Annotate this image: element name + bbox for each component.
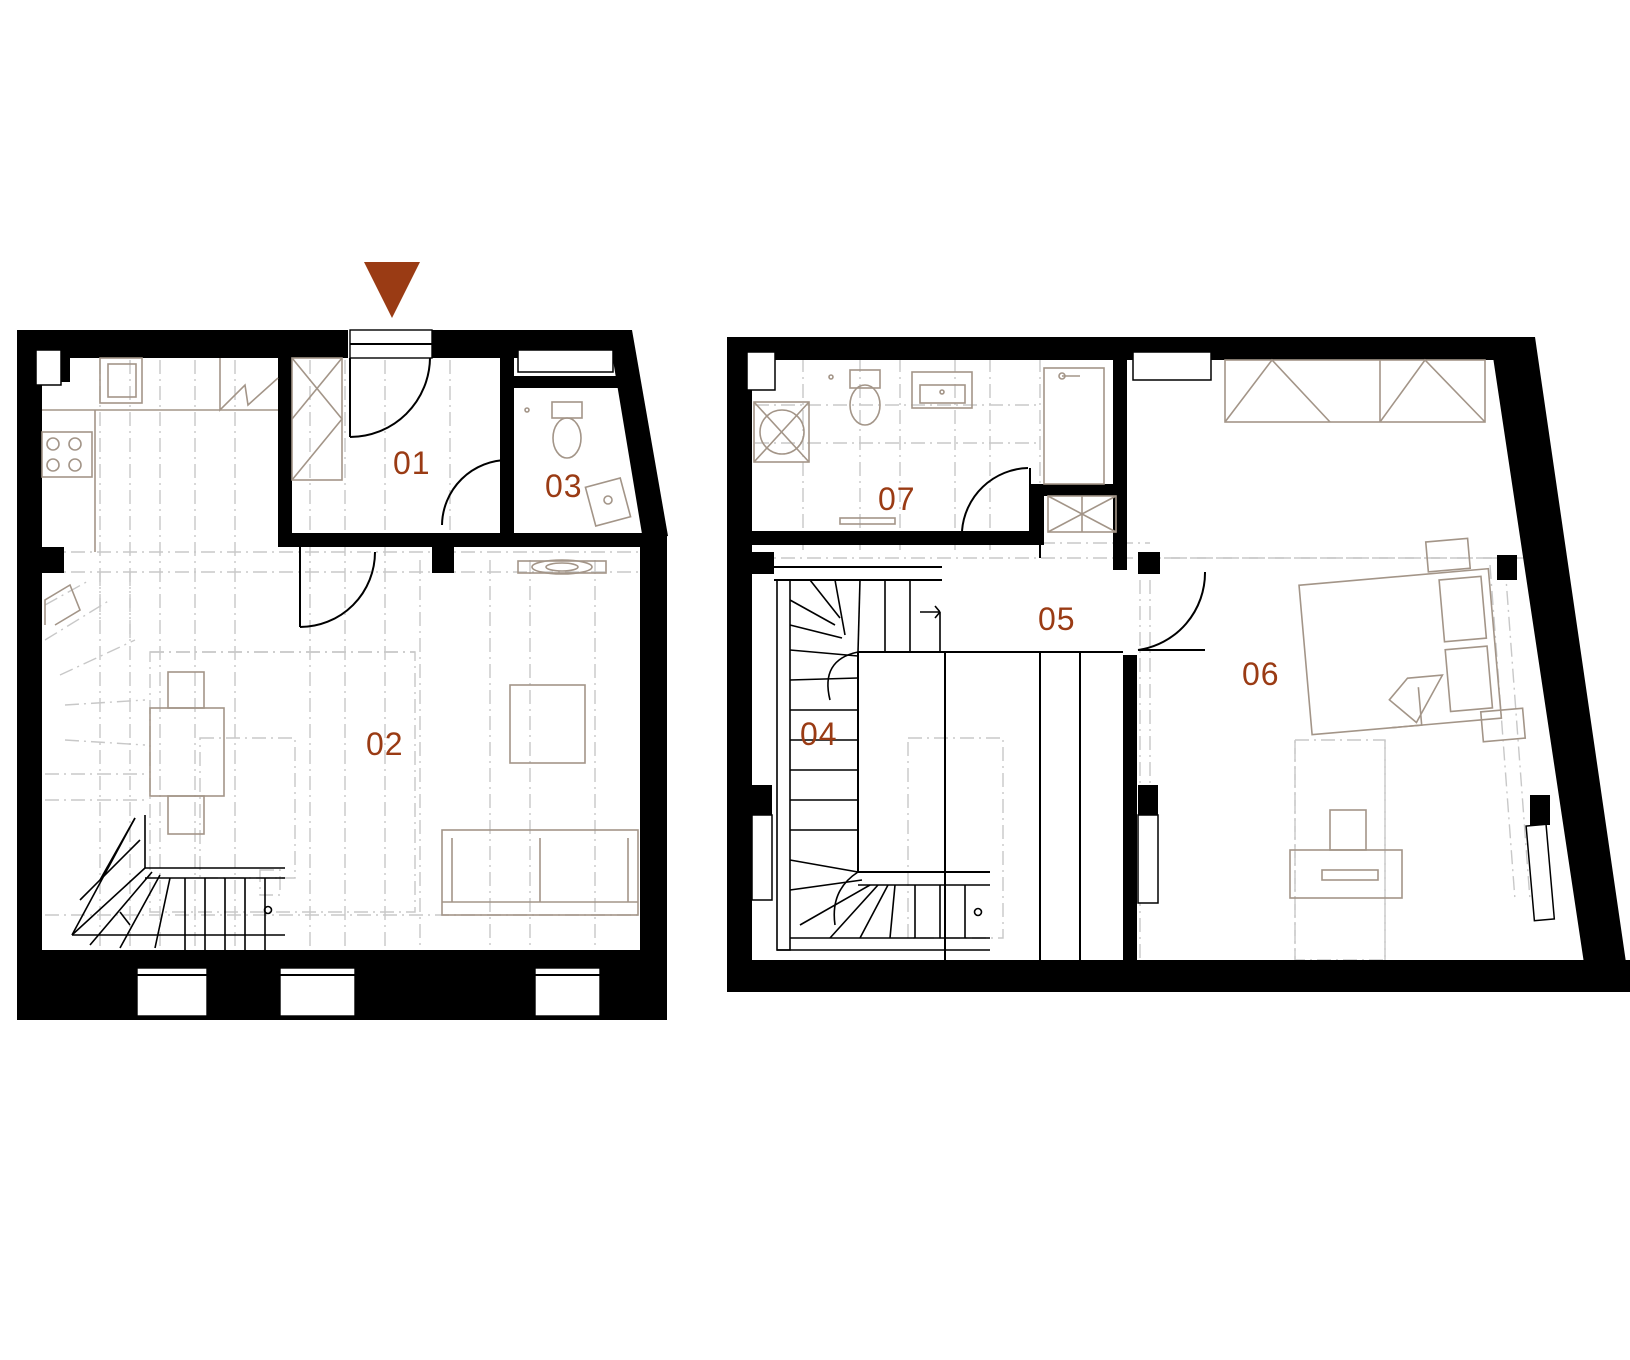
upper-floor-walls [727, 337, 1630, 992]
bathroom-07-fixtures [753, 367, 1117, 533]
ground-floor-staircase [71, 815, 285, 950]
room-label-06: 06 [1242, 656, 1280, 692]
dining-table [149, 671, 225, 835]
upper-floor-plan: 04 05 06 07 [727, 337, 1630, 992]
room-label-04: 04 [800, 716, 838, 752]
bathroom-03-fixtures [524, 401, 632, 527]
room-label-05: 05 [1038, 601, 1076, 637]
living-furniture [441, 559, 639, 916]
bedroom-furniture [1224, 358, 1527, 899]
ground-floor-plan: 01 02 03 [17, 262, 668, 1020]
corridor-05-lines [774, 532, 1123, 960]
ground-floor-doors [299, 357, 511, 628]
upper-floor-staircase [776, 579, 990, 951]
ground-floor-windows [136, 955, 640, 1020]
entrance-arrow-icon [364, 262, 420, 318]
room-label-02: 02 [366, 726, 404, 762]
kitchen-furniture [41, 357, 344, 552]
ground-floor-grid [45, 360, 640, 950]
room-label-01: 01 [393, 445, 431, 481]
room-label-03: 03 [545, 468, 583, 504]
ground-floor-staircase-outline [44, 572, 146, 746]
room-label-07: 07 [878, 481, 916, 517]
upper-floor-doors [961, 467, 1207, 651]
